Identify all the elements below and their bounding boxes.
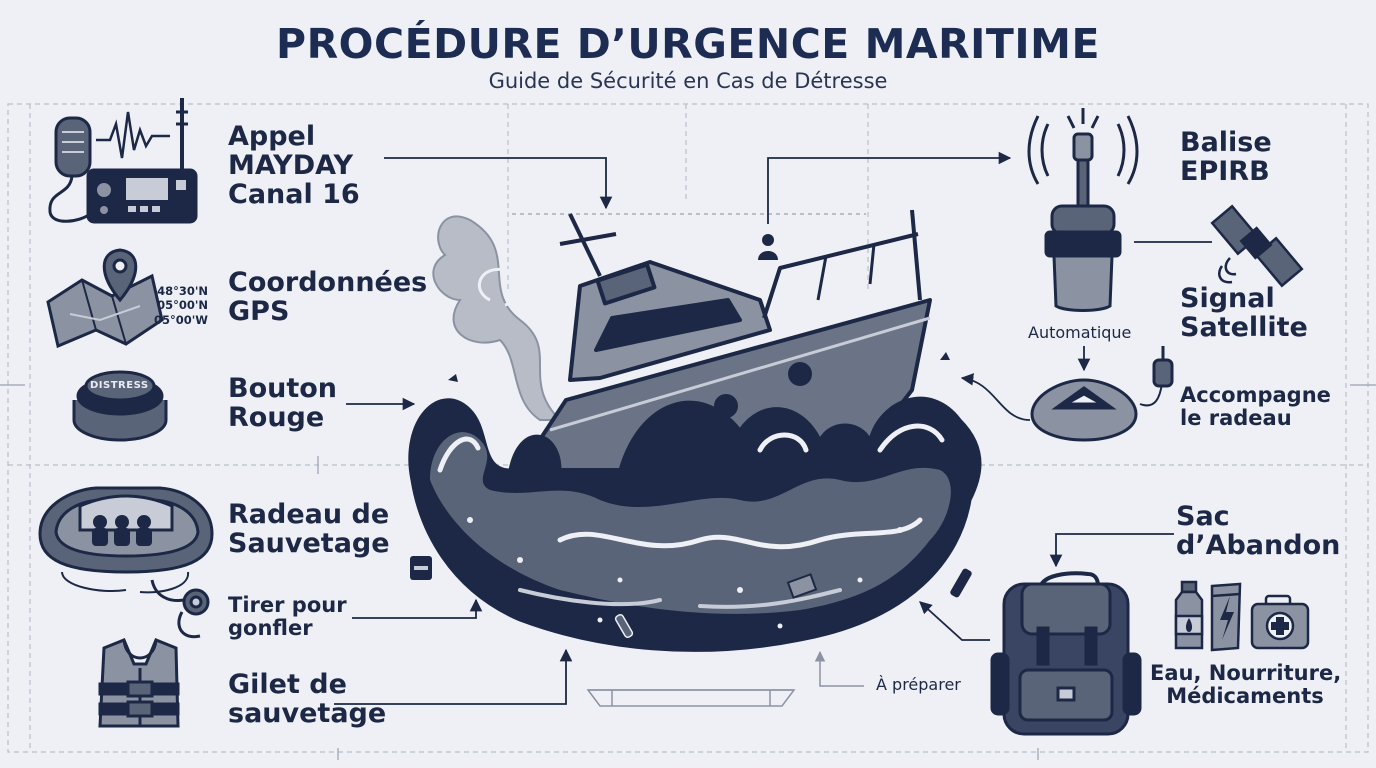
satellite-icon bbox=[1210, 204, 1304, 288]
prepare-label: À préparer bbox=[876, 675, 961, 694]
page-title: PROCÉDURE D’URGENCE MARITIME bbox=[276, 20, 1100, 68]
mayday-label: Appel MAYDAY Canal 16 bbox=[228, 121, 360, 211]
automatic-label: Automatique bbox=[1028, 323, 1132, 342]
raft-beacon-icon bbox=[1030, 346, 1174, 442]
blueprint-frame bbox=[7, 103, 1369, 753]
vest-label: Gilet de sauvetage bbox=[228, 669, 387, 730]
pull-label: Tirer pour gonfler bbox=[228, 593, 347, 640]
page-subtitle: Guide de Sécurité en Cas de Détresse bbox=[488, 69, 888, 93]
accompany-label: Accompagne le radeau bbox=[1180, 383, 1331, 430]
life-vest-icon bbox=[98, 638, 180, 728]
boat-in-waves-icon bbox=[408, 209, 982, 707]
inflation-handle-icon bbox=[150, 579, 210, 639]
distress-button-icon bbox=[72, 370, 168, 442]
water-bottle-icon bbox=[1174, 580, 1204, 650]
epirb-beacon-icon bbox=[1027, 108, 1139, 312]
backpack-icon bbox=[990, 571, 1142, 736]
life-raft-icon bbox=[38, 486, 214, 594]
raft-label: Radeau de Sauvetage bbox=[228, 499, 390, 560]
map-pin-icon bbox=[46, 248, 164, 349]
distress-button-text: DISTRESS bbox=[90, 380, 149, 391]
button-label: Bouton Rouge bbox=[228, 373, 338, 434]
gps-coordinates: 48°30'N 05°00'N 05°00'W bbox=[154, 284, 208, 327]
vhf-radio-icon bbox=[48, 98, 198, 224]
gps-label: Coordonnées GPS bbox=[228, 267, 428, 328]
signal-label: Signal Satellite bbox=[1180, 283, 1308, 344]
food-bar-icon bbox=[1210, 582, 1242, 652]
first-aid-icon bbox=[1250, 594, 1310, 650]
arrows bbox=[334, 151, 1212, 705]
bag-label: Sac d’Abandon bbox=[1176, 501, 1341, 562]
epirb-label: Balise EPIRB bbox=[1180, 127, 1272, 188]
supplies-label: Eau, Nourriture, Médicaments bbox=[1150, 661, 1342, 708]
